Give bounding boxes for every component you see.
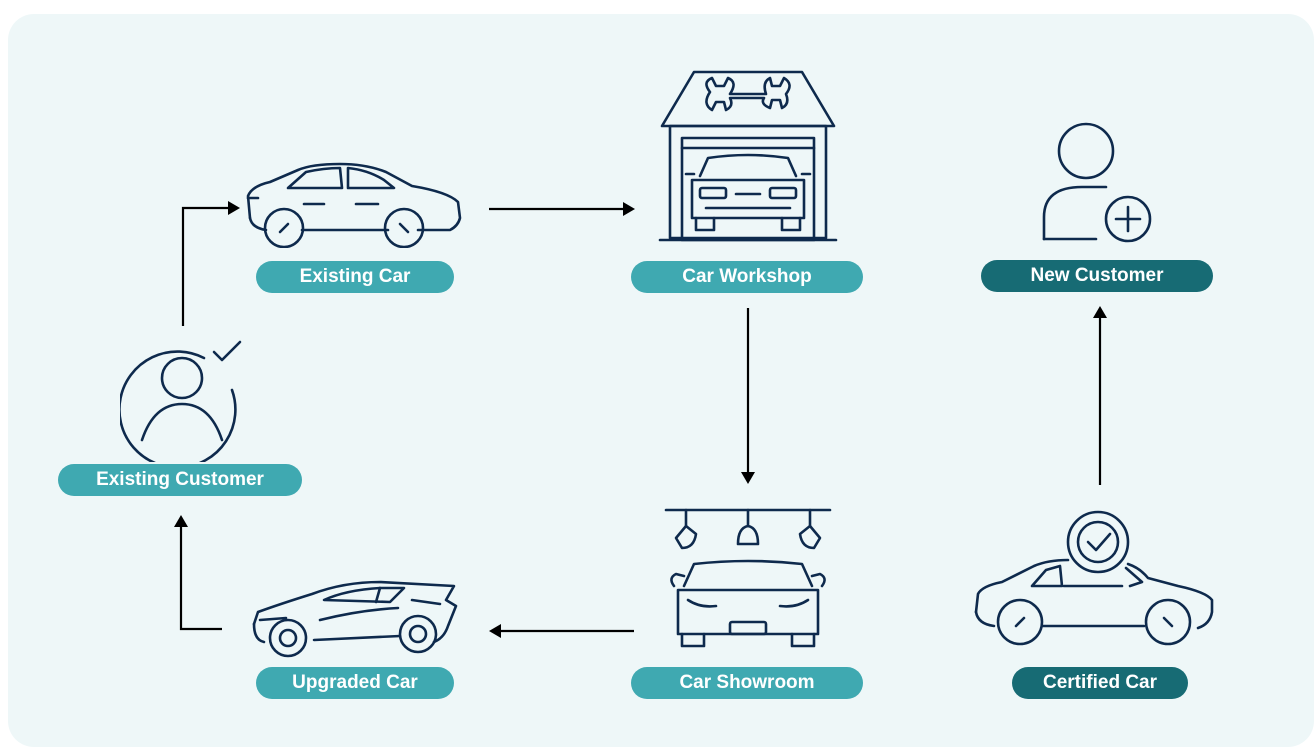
car-workshop-label: Car Workshop: [631, 261, 863, 293]
certified-badge-car-icon: [972, 508, 1218, 656]
certified-car-label: Certified Car: [1012, 667, 1188, 699]
upgraded-car-label: Upgraded Car: [256, 667, 454, 699]
arrow-upgraded-car-to-existing-customer: [174, 515, 222, 631]
garage-wrench-icon: [658, 68, 838, 246]
sports-car-icon: [250, 578, 462, 658]
arrow-certified-car-to-new-customer: [1093, 306, 1107, 485]
car-showroom-label: Car Showroom: [631, 667, 863, 699]
user-add-icon: [1038, 121, 1158, 245]
new-customer-label: New Customer: [981, 260, 1213, 292]
arrow-existing-car-to-car-workshop: [489, 202, 635, 216]
user-check-icon: [120, 332, 248, 462]
sedan-car-icon: [244, 158, 466, 248]
arrow-car-workshop-to-car-showroom: [741, 308, 755, 484]
showroom-lights-car-icon: [664, 504, 832, 654]
arrow-existing-customer-to-existing-car: [181, 201, 240, 326]
existing-car-label: Existing Car: [256, 261, 454, 293]
existing-customer-label: Existing Customer: [58, 464, 302, 496]
arrow-car-showroom-to-upgraded-car: [489, 624, 634, 638]
